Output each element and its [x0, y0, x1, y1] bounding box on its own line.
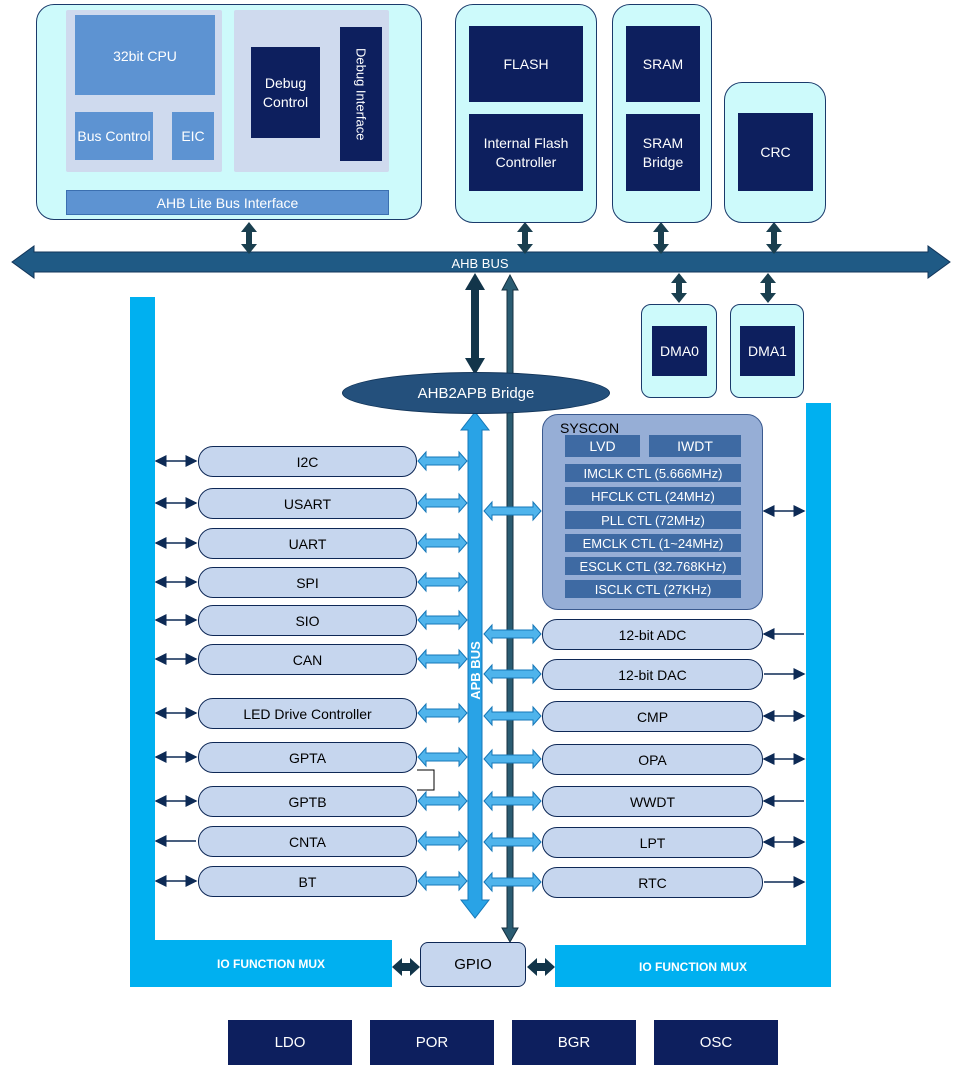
peripheral-usart: USART — [198, 488, 417, 519]
ahb-to-bridge-link — [465, 273, 485, 375]
esclk-ctl: ESCLK CTL (32.768KHz) — [565, 557, 741, 575]
apb-link-right-3 — [483, 705, 542, 727]
sram-ahb-link — [653, 222, 669, 254]
osc-box: OSC — [654, 1020, 778, 1065]
apb-link-right-5 — [483, 790, 542, 812]
apb-link-left-11 — [417, 870, 468, 892]
peripheral-gpta: GPTA — [198, 742, 417, 773]
apb-link-left-1 — [417, 450, 468, 472]
gpio-right-link — [527, 958, 555, 976]
debug-control-box: Debug Control — [251, 47, 320, 138]
peripheral-rtc: RTC — [542, 867, 763, 898]
hfclk-ctl: HFCLK CTL (24MHz) — [565, 487, 741, 505]
peripheral-led-drive: LED Drive Controller — [198, 698, 417, 729]
ahb2apb-bridge: AHB2APB Bridge — [342, 372, 610, 414]
ahb-lite-bus: AHB Lite Bus Interface — [66, 190, 389, 215]
apb-link-left-3 — [417, 532, 468, 554]
sram-box: SRAM — [626, 26, 700, 102]
apb-link-left-6 — [417, 648, 468, 670]
crc-ahb-link — [766, 222, 782, 254]
dma1-ahb-link — [760, 273, 776, 303]
emclk-ctl: EMCLK CTL (1~24MHz) — [565, 534, 741, 552]
flash-box: FLASH — [469, 26, 583, 102]
syscon-title: SYSCON — [560, 420, 620, 436]
bgr-box: BGR — [512, 1020, 636, 1065]
apb-link-left-2 — [417, 492, 468, 514]
debug-interface-box: Debug Interface — [340, 27, 382, 161]
io-mux-right-base — [555, 945, 831, 987]
pll-ctl: PLL CTL (72MHz) — [565, 511, 741, 529]
dma1-box: DMA1 — [740, 326, 795, 376]
lvd-box: LVD — [565, 435, 640, 457]
peripheral-dac: 12-bit DAC — [542, 659, 763, 690]
peripheral-gptb: GPTB — [198, 786, 417, 817]
sram-bridge-box: SRAM Bridge — [626, 114, 700, 191]
dma0-box: DMA0 — [652, 326, 707, 376]
gpta-gptb-link — [417, 769, 435, 791]
peripheral-wwdt: WWDT — [542, 786, 763, 817]
apb-link-right-6 — [483, 831, 542, 853]
peripheral-can: CAN — [198, 644, 417, 675]
ahb-bus-arrow — [11, 245, 951, 279]
imclk-ctl: IMCLK CTL (5.666MHz) — [565, 464, 741, 482]
peripheral-adc: 12-bit ADC — [542, 619, 763, 650]
apb-bus-label-wrap: APB BUS — [465, 620, 485, 720]
apb-link-right-1 — [483, 623, 542, 645]
peripheral-i2c: I2C — [198, 446, 417, 477]
crc-box: CRC — [738, 113, 813, 191]
peripheral-lpt: LPT — [542, 827, 763, 858]
peripheral-spi: SPI — [198, 567, 417, 598]
ahb-bus-label: AHB BUS — [451, 255, 509, 271]
peripheral-bt: BT — [198, 866, 417, 897]
apb-link-left-7 — [417, 702, 468, 724]
isclk-ctl: ISCLK CTL (27KHz) — [565, 580, 741, 598]
peripheral-opa: OPA — [542, 744, 763, 775]
apb-link-right-4 — [483, 748, 542, 770]
flash-controller-box: Internal Flash Controller — [469, 114, 583, 191]
peripheral-sio: SIO — [198, 605, 417, 636]
apb-link-right-2 — [483, 663, 542, 685]
dma0-ahb-link — [671, 273, 687, 303]
gpio-box: GPIO — [420, 942, 526, 987]
apb-link-left-4 — [417, 571, 468, 593]
apb-bus-label: APB BUS — [467, 640, 483, 700]
apb-link-left-5 — [417, 609, 468, 631]
apb-link-right-7 — [483, 871, 542, 893]
peripheral-cnta: CNTA — [198, 826, 417, 857]
io-mux-right-label: IO FUNCTION MUX — [639, 960, 747, 974]
io-mux-left-label: IO FUNCTION MUX — [217, 957, 325, 971]
io-mux-left-base — [130, 940, 392, 987]
apb-link-left-9 — [417, 790, 468, 812]
io-mux-right-bar — [806, 403, 831, 987]
cpu-box: 32bit CPU — [75, 15, 215, 95]
gpio-left-link — [392, 958, 420, 976]
apb-link-left-8 — [417, 746, 468, 768]
por-box: POR — [370, 1020, 494, 1065]
bus-control-box: Bus Control — [75, 112, 153, 160]
cpu-ahb-link — [241, 222, 257, 254]
flash-ahb-link — [517, 222, 533, 254]
ldo-box: LDO — [228, 1020, 352, 1065]
eic-box: EIC — [172, 112, 214, 160]
peripheral-uart: UART — [198, 528, 417, 559]
iwdt-box: IWDT — [649, 435, 741, 457]
debug-interface-label: Debug Interface — [353, 47, 369, 141]
peripheral-cmp: CMP — [542, 701, 763, 732]
io-mux-left-bar — [130, 297, 155, 987]
apb-bus-arrow — [459, 411, 491, 919]
apb-link-syscon — [483, 500, 542, 522]
apb-link-left-10 — [417, 830, 468, 852]
